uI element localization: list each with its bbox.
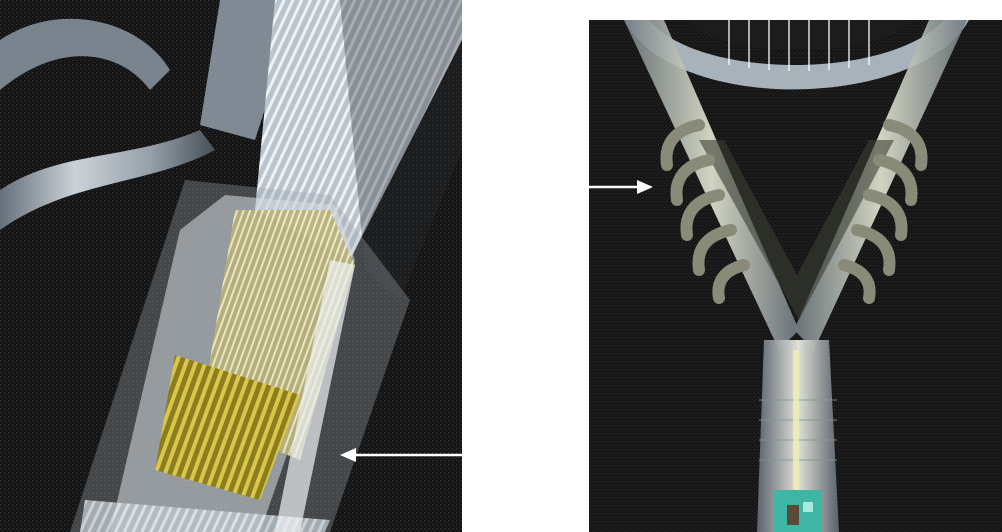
right-image-panel (589, 20, 1002, 532)
racket-throat-xray-image (589, 20, 1002, 532)
left-image-panel (0, 0, 462, 532)
arrow-left-icon (340, 445, 462, 465)
arrow-right-icon (589, 177, 653, 197)
